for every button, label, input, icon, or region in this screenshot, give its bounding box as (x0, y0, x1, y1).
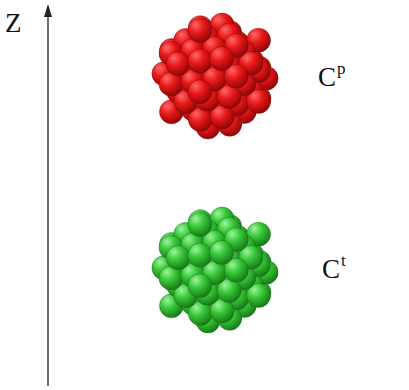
atom-sphere (188, 49, 212, 73)
symbol-letter: C (318, 64, 336, 91)
atom-sphere (210, 240, 234, 264)
atom-sphere (166, 52, 190, 76)
atom-sphere (188, 212, 212, 236)
symbol-letter: C (322, 256, 340, 283)
atom-sphere (188, 243, 212, 267)
atom-sphere (166, 246, 190, 270)
axis-label: Z (5, 10, 22, 37)
atom-sphere (188, 80, 212, 104)
atom-sphere (210, 46, 234, 70)
superscript: t (341, 251, 346, 271)
target-cluster (152, 207, 278, 333)
superscript: p (337, 59, 346, 79)
atom-sphere (188, 274, 212, 298)
axis-arrowhead (44, 4, 52, 17)
projectile-cluster (152, 13, 278, 139)
atom-sphere (188, 18, 212, 42)
z-axis (47, 14, 48, 386)
